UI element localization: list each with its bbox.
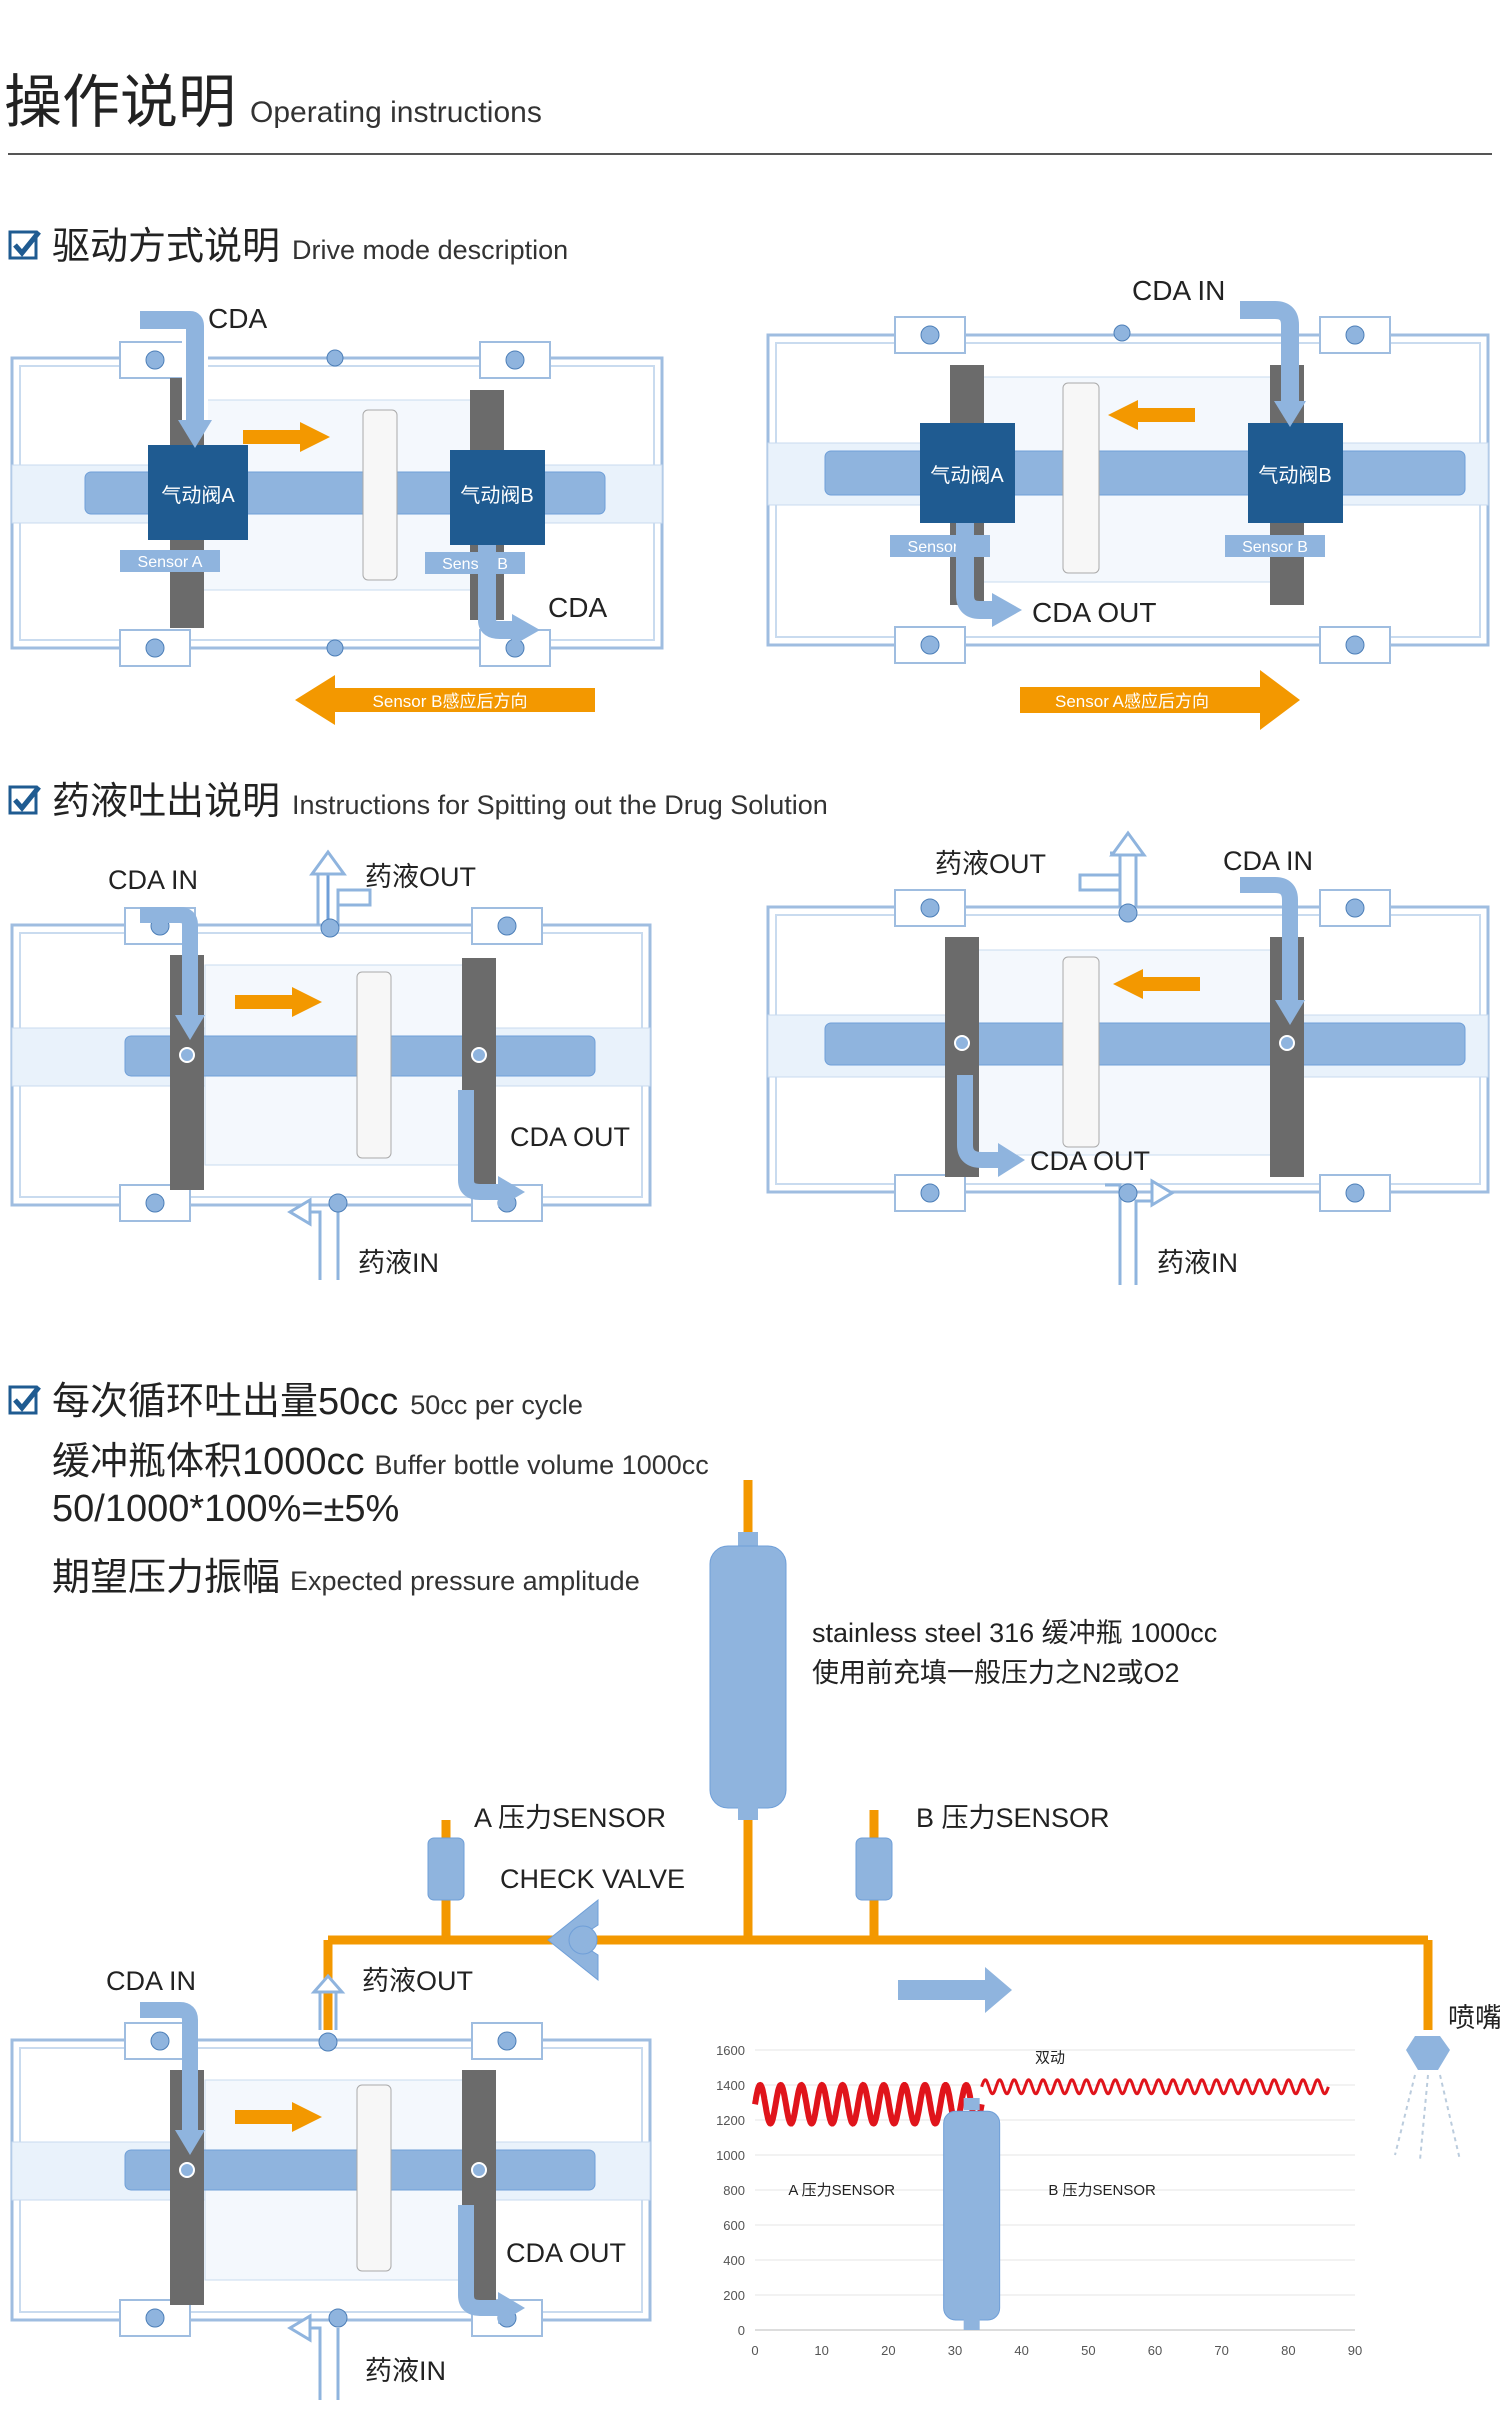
- piston: [362, 409, 398, 581]
- section1-heading-cn: 驱动方式说明: [52, 226, 281, 268]
- pump-cda-out-label: CDA OUT: [506, 2238, 626, 2268]
- chart-series-label-a: A 压力SENSOR: [788, 2182, 895, 2199]
- checkbox-checked-icon: [8, 1385, 41, 1415]
- nozzle-label: 喷嘴: [1448, 2003, 1500, 2033]
- valve-b: [450, 450, 545, 545]
- cda-out-label: CDA OUT: [1030, 1146, 1150, 1176]
- title-divider: [8, 153, 1492, 155]
- chart-series-label-b: B 压力SENSOR: [1048, 2182, 1156, 2199]
- y-tick-label: 200: [723, 2288, 745, 2303]
- cda-outflow-arrow: [956, 523, 995, 619]
- direction-arrow-left-label: Sensor B感应后方向: [373, 692, 528, 711]
- y-tick-label: 1200: [716, 2113, 745, 2128]
- liquid-out-arrow: [1109, 830, 1147, 857]
- checkbox-checked-icon: [8, 230, 41, 260]
- page-title-cn: 操作说明: [4, 70, 237, 135]
- bottle-line2: 使用前充填一般压力之N2或O2: [812, 1658, 1180, 1688]
- cda-out-label: CDA: [548, 592, 607, 623]
- buffer-bottle: [709, 1545, 787, 1809]
- y-tick-label: 400: [723, 2253, 745, 2268]
- x-tick-label: 70: [1214, 2343, 1228, 2358]
- section2-heading-en: Instructions for Spitting out the Drug S…: [292, 790, 828, 820]
- liquid-in-label: 药液IN: [1157, 1248, 1238, 1278]
- direction-arrow-left: [295, 675, 595, 725]
- y-tick-label: 0: [738, 2323, 745, 2338]
- direction-arrow-right-label: Sensor A感应后方向: [1055, 692, 1209, 711]
- dispense-diagram-right: CDA IN 药液OUT CDA OUT 药液IN: [766, 830, 1490, 1285]
- x-tick-label: 80: [1281, 2343, 1295, 2358]
- y-tick-label: 1000: [716, 2148, 745, 2163]
- drive-diagram-right: 气动阀A 气动阀B Sensor A Sensor B CDA IN CDA O…: [766, 275, 1490, 730]
- x-tick-label: 60: [1148, 2343, 1162, 2358]
- x-tick-label: 10: [814, 2343, 828, 2358]
- liquid-in-arrow: [287, 1197, 312, 1227]
- check-valve-label: CHECK VALVE: [500, 1864, 685, 1894]
- pressure-chart: 0 200 400 600 800 1000 1200 1400 1600 0 10 20 30 40 50…: [716, 2043, 1362, 2358]
- liquid-out-label: 药液OUT: [365, 862, 476, 892]
- bottle-line1: stainless steel 316 缓冲瓶 1000cc: [812, 1618, 1217, 1648]
- direction-arrow-right: [1020, 670, 1300, 730]
- chart-annotation: 双动: [1035, 2049, 1065, 2066]
- section1-heading: 驱动方式说明 Drive mode description: [8, 215, 568, 270]
- cda-inflow-arrow: [1240, 301, 1299, 405]
- pump-liquid-out-label: 药液OUT: [362, 1966, 473, 1996]
- sensor-b-label: B 压力SENSOR: [916, 1803, 1110, 1833]
- series-line-1: [752, 2081, 985, 2127]
- cda-in-label: CDA IN: [1223, 846, 1313, 876]
- y-tick-label: 600: [723, 2218, 745, 2233]
- valve-b-label: 气动阀B: [460, 484, 533, 507]
- valve-a-label: 气动阀A: [161, 484, 235, 507]
- liquid-out-label: 药液OUT: [935, 849, 1046, 879]
- sensor-b-label: Sensor B: [442, 556, 508, 573]
- page-title: 操作说明 Operating instructions: [4, 55, 542, 139]
- section2-heading: 药液吐出说明 Instructions for Spitting out the …: [8, 770, 828, 825]
- x-tick-label: 40: [1014, 2343, 1028, 2358]
- y-tick-label: 800: [723, 2183, 745, 2198]
- flow-arrow: [898, 1967, 1012, 2013]
- checkbox-checked-icon: [8, 785, 41, 815]
- section1-heading-en: Drive mode description: [292, 235, 569, 265]
- y-tick-label: 1400: [716, 2078, 745, 2093]
- liquid-in-label: 药液IN: [358, 1248, 439, 1278]
- valve-b-label: 气动阀B: [1258, 464, 1331, 487]
- orange-right-arrow: [300, 422, 330, 452]
- cda-in-label: CDA IN: [1132, 275, 1225, 306]
- x-tick-label: 30: [948, 2343, 962, 2358]
- page-title-en: Operating instructions: [250, 96, 542, 129]
- pump-cda-in-label: CDA IN: [106, 1966, 196, 1996]
- liquid-in-arrow: [1150, 1178, 1175, 1208]
- buffer-system-diagram: stainless steel 316 缓冲瓶 1000cc 使用前充填一般压力…: [10, 1480, 1500, 2400]
- sensor-b-label: Sensor B: [1242, 539, 1308, 556]
- dispense-diagram-left: CDA IN 药液OUT CDA OUT 药液IN: [10, 849, 652, 1280]
- section3-line3: 50/1000*100%=±5%: [52, 1488, 400, 1530]
- orange-left-arrow: [1108, 400, 1138, 430]
- cda-top-label: CDA: [208, 303, 267, 334]
- cda-in-label: CDA IN: [108, 865, 198, 895]
- liquid-out-arrow: [309, 849, 347, 876]
- nozzle: [1406, 2036, 1450, 2070]
- x-tick-label: 50: [1081, 2343, 1095, 2358]
- drive-diagram-left: 气动阀A 气动阀B Sensor A Sensor B CDA CDA Sens…: [10, 303, 664, 725]
- cda-out-label: CDA OUT: [1032, 597, 1156, 628]
- cda-inflow-arrow: [140, 311, 204, 425]
- x-tick-label: 20: [881, 2343, 895, 2358]
- sensor-b: [855, 1837, 893, 1901]
- sensor-a-label: A 压力SENSOR: [474, 1803, 666, 1833]
- valve-a: [148, 445, 248, 540]
- y-tick-label: 1600: [716, 2043, 745, 2058]
- cda-outflow-arrow: [478, 545, 515, 639]
- x-tick-label: 90: [1348, 2343, 1362, 2358]
- valve-a-label: 气动阀A: [930, 464, 1004, 487]
- series-line-2: [980, 2078, 1330, 2096]
- section2-heading-cn: 药液吐出说明: [52, 781, 281, 823]
- cda-out-label: CDA OUT: [510, 1122, 630, 1152]
- chart-buffer-bottle: [943, 2110, 1001, 2321]
- sensor-a: [427, 1837, 465, 1901]
- sensor-a-label: Sensor A: [138, 554, 203, 571]
- x-tick-label: 0: [751, 2343, 758, 2358]
- pump-liquid-in-label: 药液IN: [365, 2356, 446, 2386]
